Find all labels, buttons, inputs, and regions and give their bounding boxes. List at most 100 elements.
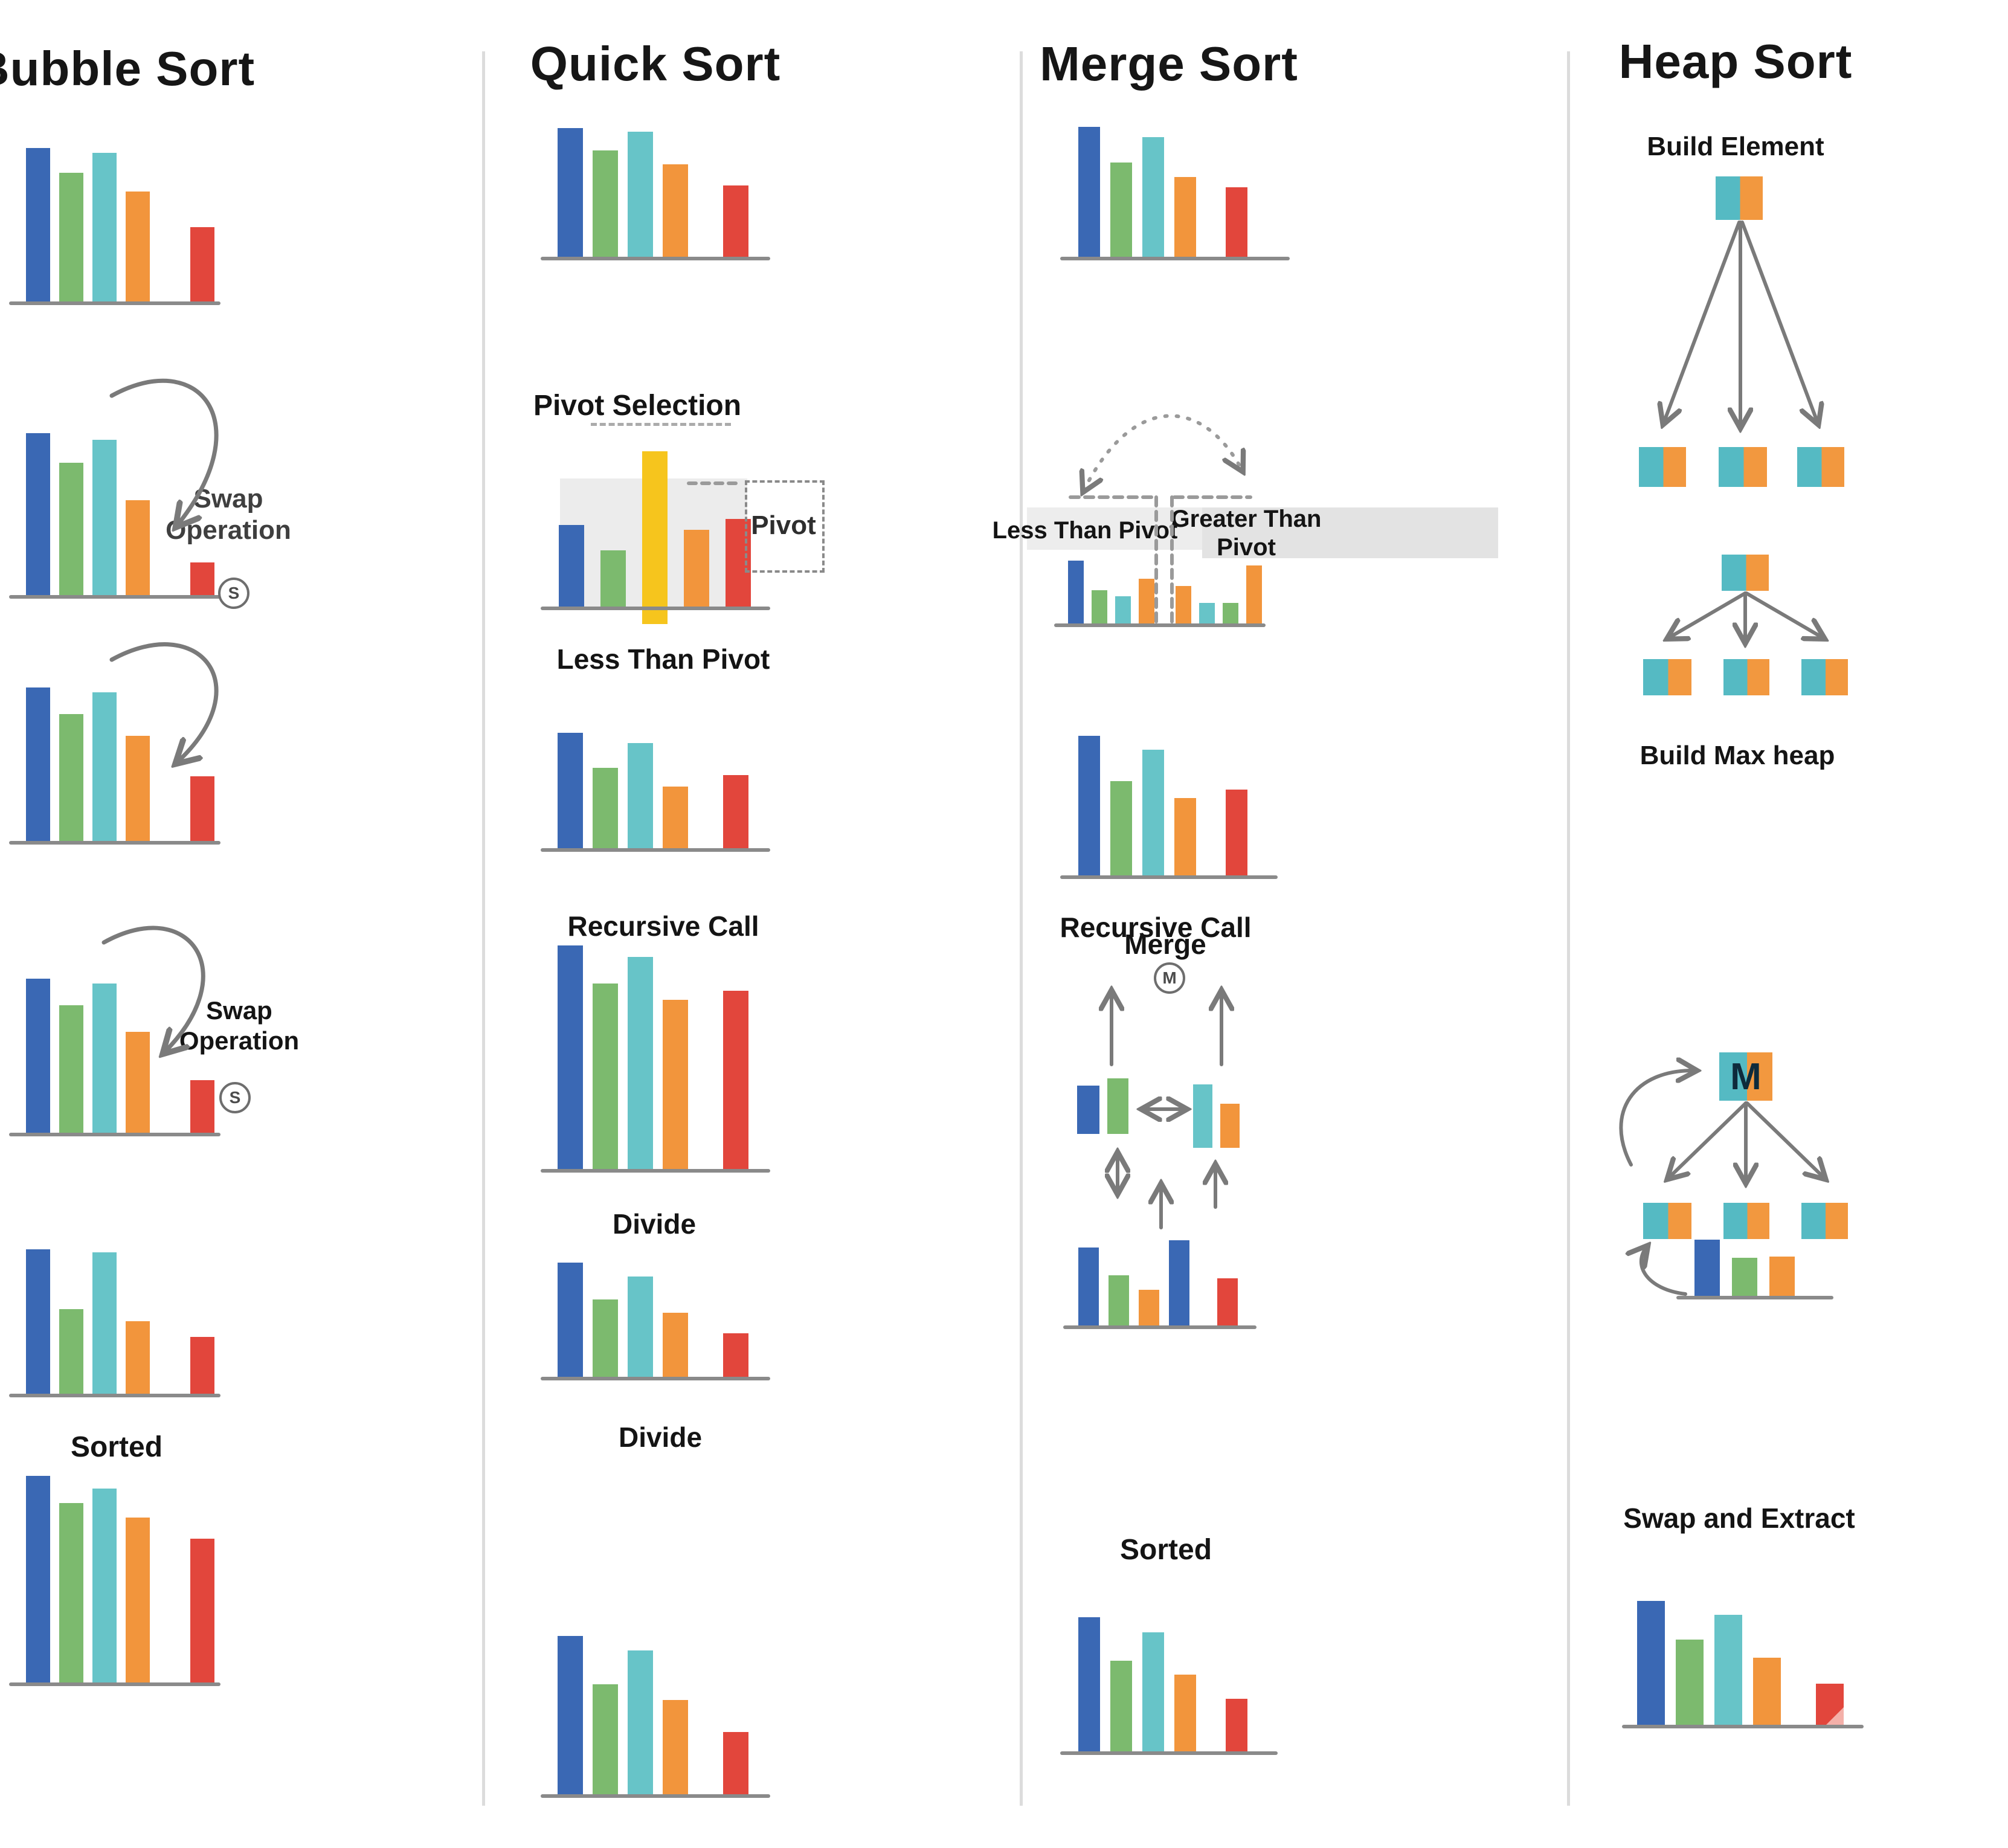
bar-orange [126, 1321, 150, 1396]
bar-orange [1139, 1290, 1159, 1327]
bar-green [1110, 781, 1132, 877]
chart-axis [1060, 875, 1278, 879]
bar-teal [1142, 1632, 1164, 1753]
bar-yellow [642, 451, 668, 624]
merge-badge-icon: M [1154, 962, 1185, 994]
float-bar-green [1107, 1078, 1128, 1134]
bar-orange [1753, 1657, 1781, 1727]
bar-teal [1714, 1614, 1742, 1727]
bar-orange [126, 735, 150, 843]
bar-blue [26, 148, 50, 303]
bar-red [1226, 1699, 1247, 1753]
chart-axis [541, 1377, 770, 1380]
merge-sort-title: Merge Sort [1040, 37, 1298, 91]
bar-teal [628, 1650, 653, 1796]
column-separator [1020, 51, 1023, 1806]
merge-band-dark [1202, 507, 1498, 558]
heap-node [1801, 1203, 1848, 1239]
bar-orange [663, 787, 688, 850]
bar-teal [628, 743, 653, 850]
max-node-letter: M [1730, 1055, 1762, 1098]
heap-extract-curved-arrow [1641, 1247, 1687, 1296]
merge-chart-recursive-call [1060, 736, 1278, 879]
chart-axis [1063, 1325, 1257, 1329]
bar-red [190, 227, 214, 303]
bar-green [1676, 1640, 1704, 1727]
merge-greater-than-pivot-label: Greater Than Pivot [1171, 506, 1322, 561]
swap-badge-letter: S [228, 584, 240, 602]
bar-teal [92, 692, 117, 843]
bar-orange [684, 530, 709, 608]
chart-axis [541, 1794, 770, 1798]
build-max-heap-label: Build Max heap [1640, 741, 1835, 770]
quick-sort-title: Quick Sort [530, 37, 781, 91]
bar-green [600, 550, 626, 608]
bar-red [1226, 789, 1247, 877]
heap-swap-curved-arrow [1619, 1070, 1695, 1167]
bar-teal [628, 956, 653, 1171]
bar-blue [558, 1636, 583, 1796]
heap-tree1-edge-left [1664, 221, 1741, 423]
bar-red [723, 1732, 748, 1796]
merge-float-pairs [1069, 1075, 1250, 1154]
bar-teal [1115, 596, 1131, 625]
bar-blue [26, 687, 50, 843]
bar-green [59, 173, 83, 303]
swap-operation-label-2: Swap Operation [179, 996, 300, 1055]
heap-tree3-edge-left [1669, 1101, 1748, 1178]
bar-blue [559, 525, 584, 608]
column-separator [1567, 51, 1570, 1806]
bar-green [59, 713, 83, 843]
swap-badge-icon: S [218, 578, 249, 609]
pivot-selection-label: Pivot Selection [533, 390, 742, 422]
bar-green [1110, 1661, 1132, 1753]
bar-green [593, 1299, 618, 1379]
bar-orange [126, 191, 150, 303]
bar-teal [92, 983, 117, 1135]
bar-blue [26, 433, 50, 597]
bubble-chart-initial [9, 148, 220, 305]
merge-label: Merge [1124, 929, 1206, 960]
heap-node [1716, 176, 1763, 220]
bar-orange [1769, 1256, 1795, 1298]
bar-green [593, 984, 618, 1171]
bar-blue [1694, 1240, 1720, 1298]
bar-blue [558, 733, 583, 850]
quick-chart-recursive-call [541, 945, 770, 1173]
quick-recursive-call-label: Recursive Call [567, 910, 759, 942]
bar-blue [1637, 1601, 1665, 1727]
bar-red [190, 1337, 214, 1396]
bar-green [59, 1502, 83, 1684]
heap-node [1797, 447, 1844, 487]
heap-chart-extract [1676, 1240, 1833, 1299]
bar-red [1217, 1278, 1238, 1327]
bubble-chart-pass [9, 687, 220, 845]
heap-node [1643, 1203, 1691, 1239]
chart-axis [9, 1133, 220, 1136]
merge-recursive-call-label: Recursive Call [1060, 912, 1252, 943]
float-bar-orange [1220, 1104, 1240, 1148]
chart-axis [541, 848, 770, 852]
chart-axis [1676, 1296, 1833, 1299]
bar-red [723, 990, 748, 1171]
bar-teal [628, 1277, 653, 1379]
bar-orange [663, 1700, 688, 1796]
bar-red [190, 776, 214, 843]
bar-red [1816, 1684, 1844, 1727]
heap-node [1801, 659, 1848, 695]
bar-teal [1142, 137, 1164, 259]
heap-tree1-edge-right [1740, 221, 1818, 423]
merge-sorted-label: Sorted [1119, 1534, 1212, 1566]
heap-node [1723, 1203, 1769, 1239]
bar-teal [628, 132, 653, 259]
bar-green [59, 462, 83, 597]
merge-chart-partition [1054, 561, 1266, 627]
merge-chart-combine [1063, 1240, 1257, 1329]
bar-teal [92, 1252, 117, 1396]
chart-axis [9, 841, 220, 845]
quick-divide-label-2: Divide [618, 1421, 703, 1453]
bar-blue [558, 1263, 583, 1379]
merge-chart-sorted [1060, 1617, 1278, 1755]
bar-red [190, 1080, 214, 1135]
